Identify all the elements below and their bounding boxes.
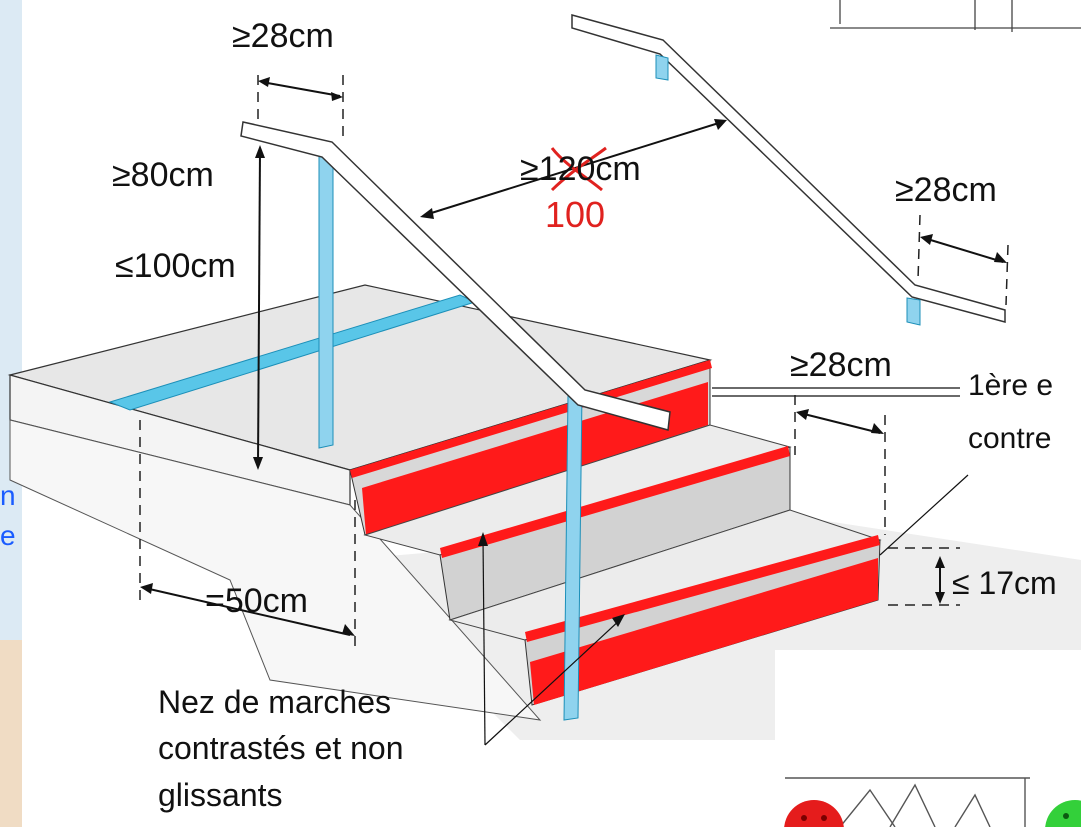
inset-photo-area xyxy=(775,650,1081,827)
first-step-note-line-1: 1ère e xyxy=(968,369,1053,402)
step-2-nosing-contrast xyxy=(440,446,790,558)
nosing-note-line-2: contrastés et non xyxy=(158,730,403,766)
right-handrail-bottom-bracket xyxy=(906,297,921,326)
clear-width-label: ≥120cm xyxy=(520,150,641,188)
clear-width-old-value: 120 xyxy=(539,150,596,188)
rail-height-min-label: ≥80cm xyxy=(112,156,214,194)
happy-face-icon xyxy=(1045,800,1081,827)
sketch-fragment-top-right xyxy=(830,0,1081,32)
rail-height-max-label: ≤100cm xyxy=(115,247,236,285)
top-distance-label: =50cm xyxy=(205,582,308,620)
step-3-nosing-contrast xyxy=(525,535,880,642)
width-strikeout xyxy=(550,146,607,192)
left-background-accent xyxy=(0,640,22,827)
right-handrail xyxy=(571,14,1006,326)
left-fragment-text-2: e xyxy=(0,520,16,551)
landing xyxy=(7,284,713,721)
post-width-label: ≥28cm xyxy=(232,17,334,55)
step-1-riser-contrast xyxy=(362,382,708,535)
rail-extension-label: ≥28cm xyxy=(895,171,997,209)
first-step-note-line-2: contre xyxy=(968,422,1051,455)
dimension-lines xyxy=(139,75,1009,746)
nosing-note-line-3: glissants xyxy=(158,777,283,813)
step-3-riser-contrast xyxy=(530,558,878,705)
left-handrail-post xyxy=(318,151,334,449)
inset-sketch xyxy=(785,777,1030,827)
nosing-note-line-1: Nez de marches xyxy=(158,684,391,720)
sad-face-icon xyxy=(784,800,844,827)
step-1-nosing-contrast xyxy=(350,360,712,478)
clear-width-revised-label: 100 xyxy=(545,194,605,235)
right-handrail-top-bracket xyxy=(655,54,669,81)
left-handrail xyxy=(240,121,671,721)
riser-height-label: ≤ 17cm xyxy=(952,565,1057,601)
step-3 xyxy=(448,509,882,706)
left-fragment-text-1: n xyxy=(0,480,16,511)
tread-depth-label: ≥28cm xyxy=(790,346,892,384)
